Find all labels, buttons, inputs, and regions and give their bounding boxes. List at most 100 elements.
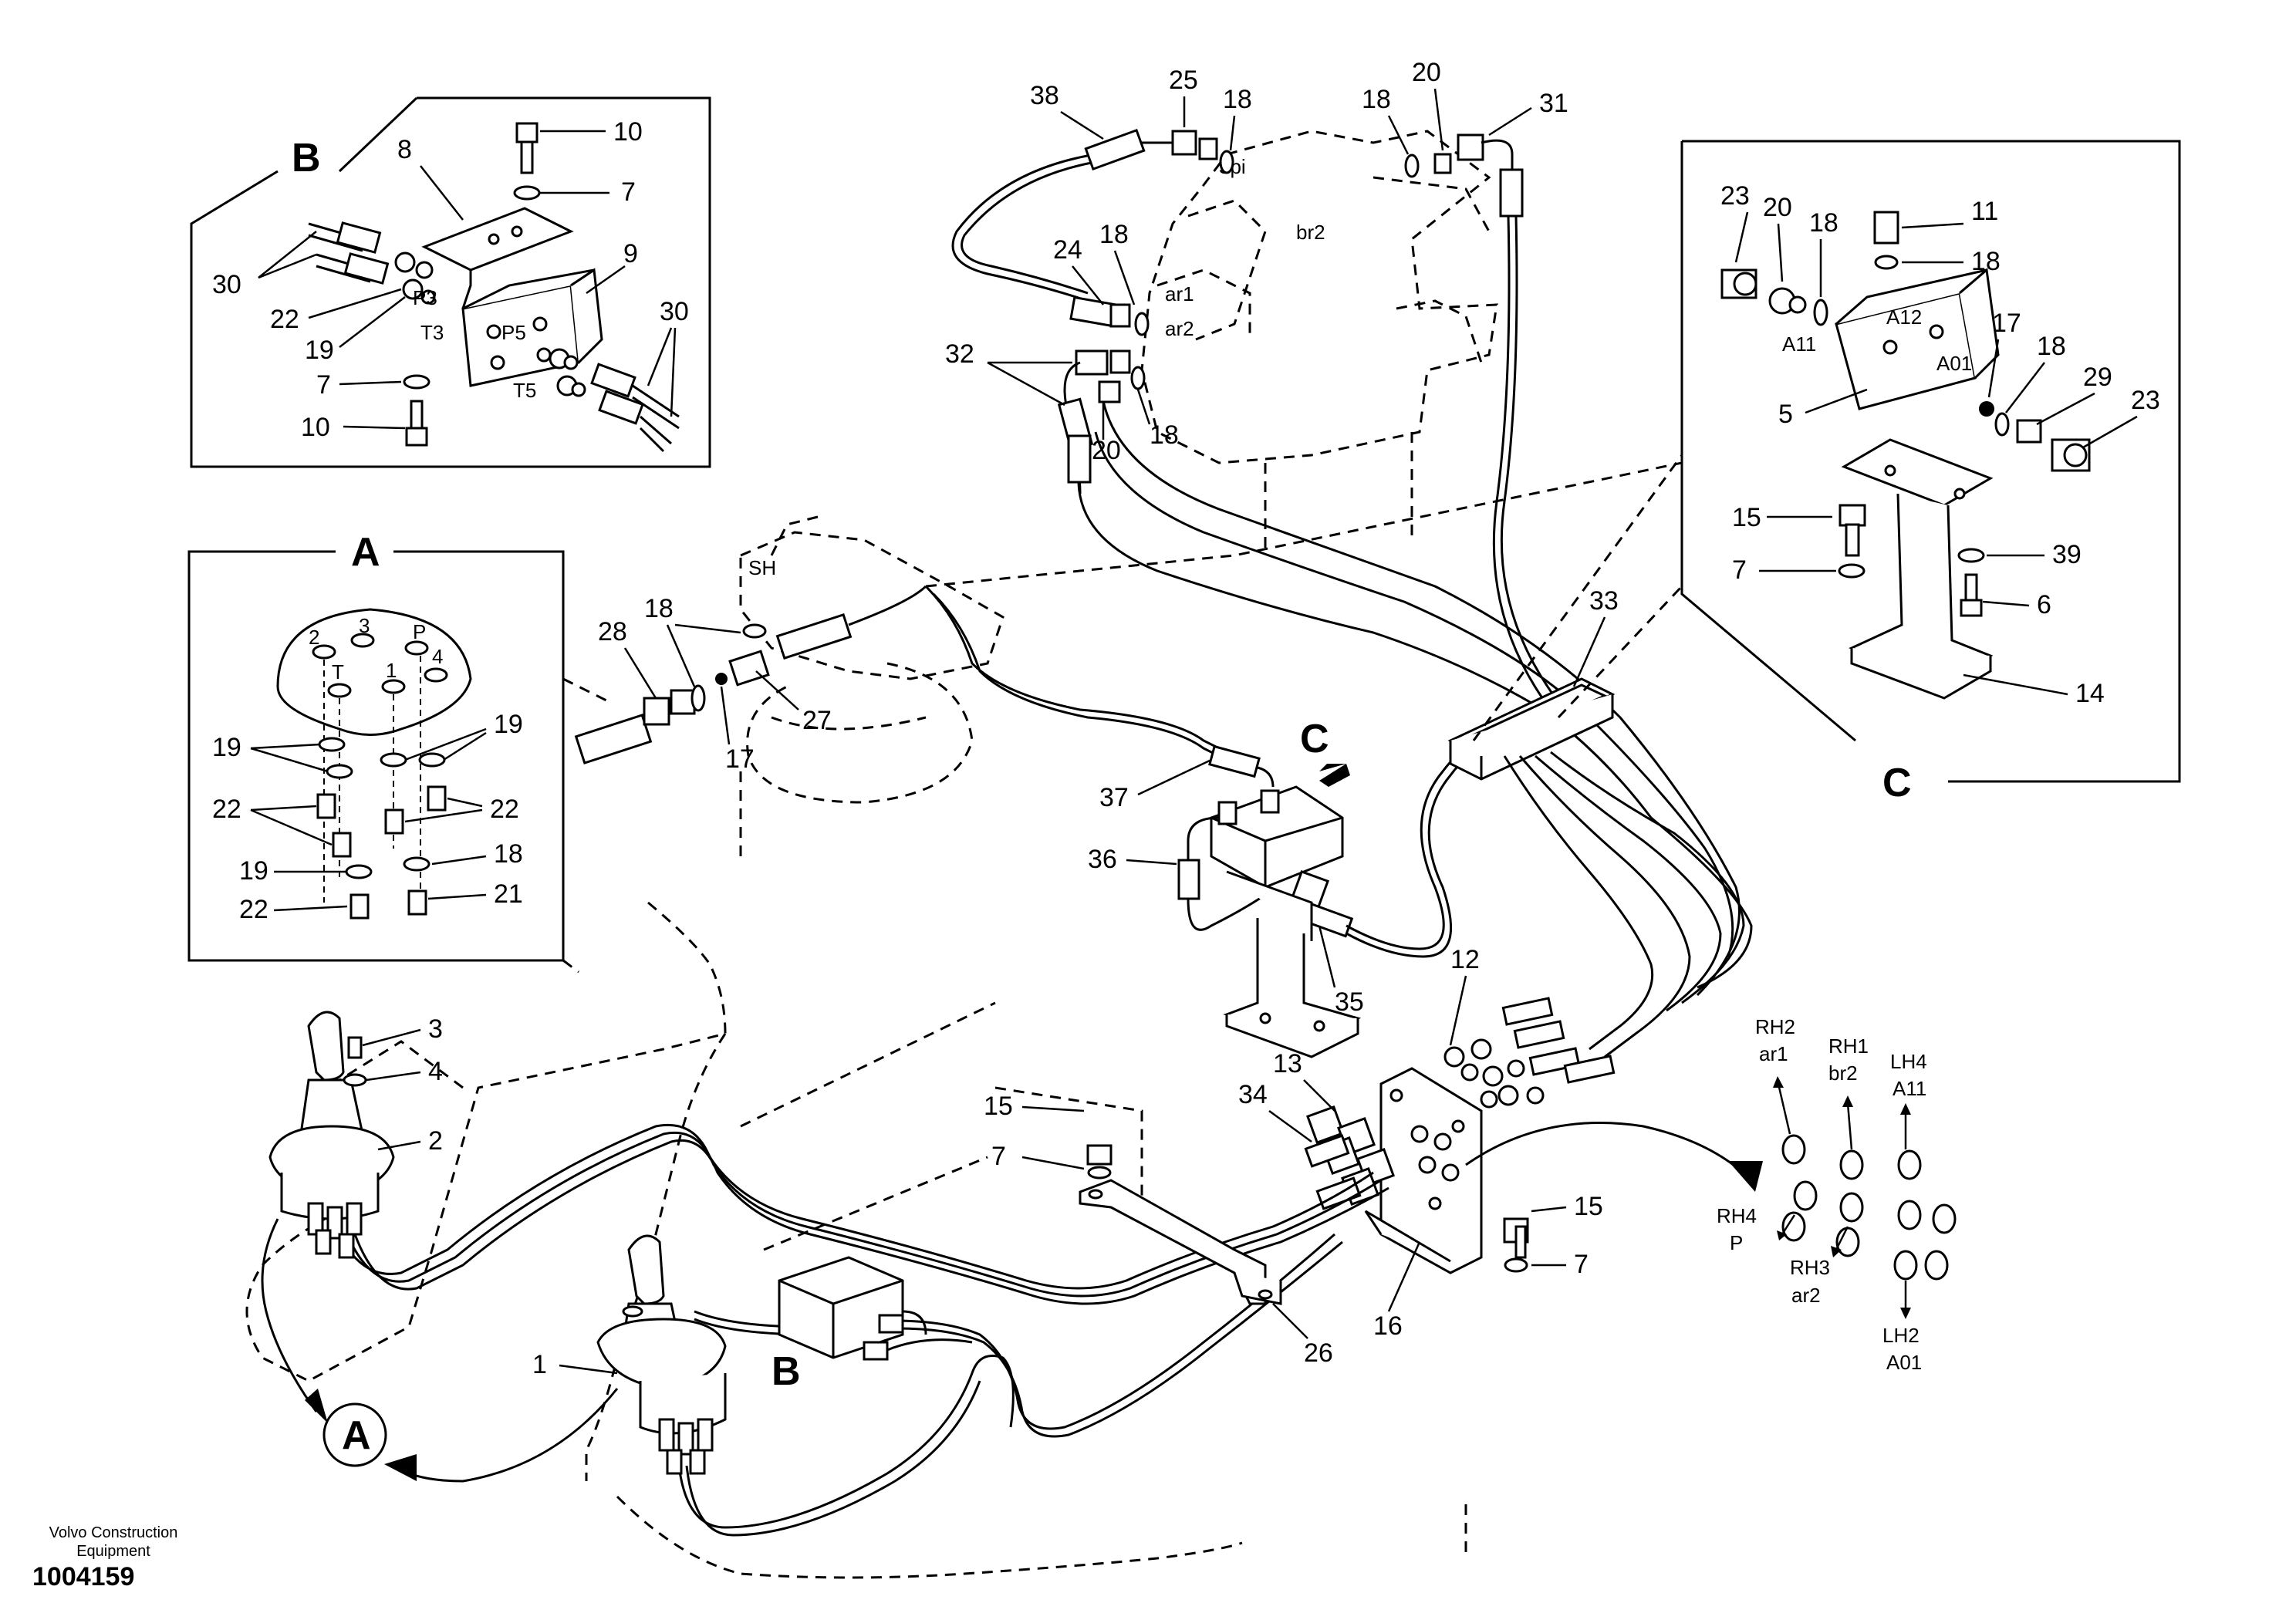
port-lh2-a01: A01: [1886, 1351, 1922, 1374]
port-a01: A01: [1936, 352, 1972, 375]
callout-c-7: 7: [1732, 555, 1747, 585]
callout-35: 35: [1335, 987, 1364, 1017]
callout-7-top: 7: [621, 177, 636, 207]
callout-20-b: 20: [1092, 436, 1121, 465]
valve-label-ar2: ar2: [1165, 317, 1194, 340]
detail-b-title: B: [292, 136, 321, 181]
manifold-b: [778, 1256, 927, 1361]
callout-30-left: 30: [212, 270, 241, 299]
detail-c-panel: C A12 A11 A01 23 20 18 11 18: [1680, 140, 2181, 805]
port-rh1-br2: br2: [1828, 1061, 1858, 1085]
callout-c-23-left: 23: [1720, 181, 1750, 211]
callout-19: 19: [305, 336, 334, 365]
detail-b-panel: B P3 T3 P5 T5 8: [190, 96, 711, 468]
main-callouts: 38 25 18 18 20 31 24 18 32 20 18 18 28 1…: [362, 58, 1619, 1379]
callout-c-15: 15: [1732, 503, 1761, 532]
callout-a-19-right: 19: [494, 710, 523, 739]
port-a-t: T: [332, 660, 344, 683]
callout-9: 9: [623, 239, 638, 268]
upper-hoses: [951, 128, 1753, 997]
callout-22: 22: [270, 305, 299, 334]
grommet: [1447, 677, 1616, 781]
callout-26: 26: [1304, 1338, 1333, 1368]
port-lh2: LH2: [1882, 1324, 1920, 1347]
callout-a-22-left: 22: [212, 795, 241, 824]
port-p3: P3: [413, 286, 437, 309]
leader-c2: [1557, 585, 1683, 719]
control-valve-outline: 3pi br2 ar1 ar2: [1140, 130, 1498, 555]
port-a-2: 2: [309, 626, 319, 649]
callout-13: 13: [1273, 1049, 1302, 1078]
port-a11: A11: [1782, 332, 1816, 356]
port-rh2-ar1: ar1: [1759, 1042, 1788, 1065]
port-a-p: P: [413, 620, 426, 643]
callout-a-19-bottom: 19: [239, 856, 268, 886]
callout-27: 27: [802, 706, 832, 735]
footer-company-line1: Volvo Construction: [49, 1524, 178, 1541]
callout-38: 38: [1030, 81, 1059, 110]
callout-34: 34: [1238, 1080, 1268, 1109]
callout-c-39: 39: [2052, 540, 2082, 569]
leader-a: [562, 677, 610, 704]
callout-10-top: 10: [613, 117, 643, 147]
detail-a-panel: A 2 3 P T 1 4 19 19 22 22 19 18 22 21: [187, 530, 565, 962]
port-map: RH2 ar1 RH1 br2 LH4 A11 RH4 P RH3 ar2 LH…: [1717, 1015, 1957, 1374]
callout-18-b: 18: [1362, 85, 1391, 114]
callout-25: 25: [1169, 66, 1198, 95]
callout-a-19-left: 19: [212, 733, 241, 762]
drawing-number: 1004159: [32, 1562, 135, 1591]
callout-c-29: 29: [2083, 363, 2112, 392]
callout-c-20: 20: [1763, 193, 1792, 222]
joystick-right: [596, 1234, 727, 1475]
port-rh1: RH1: [1828, 1034, 1869, 1058]
view-marker-a: A: [261, 1122, 1763, 1483]
valve-label-br2: br2: [1296, 221, 1325, 244]
valve-label-ar1: ar1: [1165, 282, 1194, 305]
callout-20: 20: [1412, 58, 1441, 87]
marker-c-label: C: [1300, 717, 1329, 761]
callout-a-22-right: 22: [490, 795, 519, 824]
port-a-4: 4: [432, 645, 443, 668]
port-a12: A12: [1886, 305, 1922, 329]
callout-18-c: 18: [1099, 220, 1129, 249]
marker-a-label: A: [342, 1413, 371, 1458]
port-t5: T5: [513, 379, 536, 402]
detail-a-title: A: [351, 530, 380, 575]
port-lh4-a11: A11: [1893, 1077, 1926, 1100]
bulkhead-plate: [1304, 1067, 1529, 1274]
callout-18-a: 18: [1223, 85, 1252, 114]
leader-a2: [562, 959, 579, 974]
leader-swing: [925, 461, 1683, 588]
callout-24: 24: [1053, 235, 1082, 265]
port-a-3: 3: [359, 614, 370, 637]
callout-17: 17: [725, 744, 755, 774]
callout-12: 12: [1450, 945, 1480, 974]
marker-b-label: B: [772, 1349, 801, 1394]
callout-c-18-left: 18: [1809, 208, 1838, 238]
callout-30-right: 30: [660, 297, 689, 326]
callout-2: 2: [428, 1126, 443, 1156]
callout-18-d: 18: [1150, 420, 1179, 450]
callout-8: 8: [397, 135, 412, 164]
callout-c-23-right: 23: [2131, 386, 2160, 415]
callout-c-18-top: 18: [1971, 247, 2001, 276]
joystick-left: [268, 1011, 395, 1259]
footer-company-line2: Equipment: [76, 1543, 150, 1560]
valve-label-sh: SH: [748, 556, 776, 579]
callout-37: 37: [1099, 783, 1129, 812]
callout-32: 32: [945, 339, 974, 369]
port-rh2: RH2: [1755, 1015, 1795, 1038]
port-t3: T3: [420, 321, 444, 344]
clamp-bar: [1079, 1144, 1282, 1305]
callout-c-6: 6: [2037, 590, 2051, 619]
leader-c1: [1472, 454, 1683, 741]
callout-a-22-bottom: 22: [239, 895, 268, 924]
callout-31: 31: [1539, 89, 1568, 118]
port-a-1: 1: [386, 659, 397, 682]
swing-valve-outline: SH: [574, 515, 1235, 864]
port-lh4: LH4: [1890, 1050, 1927, 1073]
callout-c-5: 5: [1778, 400, 1793, 429]
callout-33: 33: [1589, 586, 1619, 616]
callout-4: 4: [428, 1057, 443, 1086]
